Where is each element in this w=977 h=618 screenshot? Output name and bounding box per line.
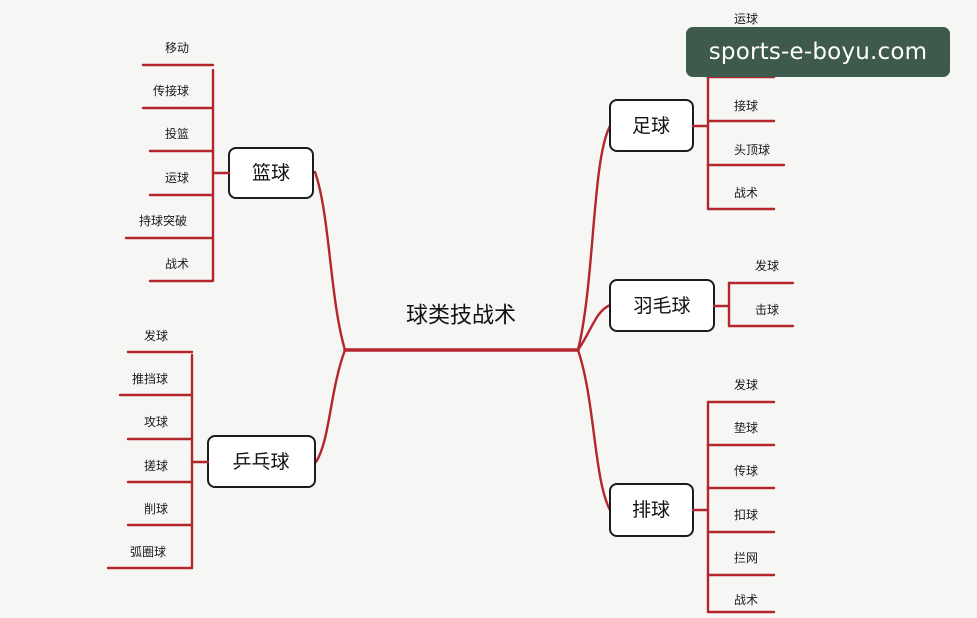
watermark-text: sports-e-boyu.com: [708, 39, 928, 65]
root-topic: 球类技战术: [406, 304, 516, 329]
leaf-football-1: 运球: [734, 12, 758, 26]
leaf-football-3: 接球: [734, 98, 758, 113]
leaf-tabletennis-3: 攻球: [144, 415, 168, 429]
leaf-basketball-1: 移动: [165, 41, 189, 55]
connector-root-football: [576, 124, 612, 352]
leaf-basketball-3: 投篮: [165, 126, 189, 141]
leaf-tabletennis-4: 搓球: [144, 458, 168, 473]
leaf-football-4: 头顶球: [734, 143, 770, 157]
leaf-tabletennis-2: 推挡球: [132, 372, 168, 386]
leaf-volleyball-4: 扣球: [734, 508, 758, 522]
leaf-football-5: 战术: [734, 186, 758, 200]
leaf-basketball-6: 战术: [165, 257, 189, 271]
connector-root-tabletennis: [314, 348, 347, 464]
leaf-volleyball-2: 垫球: [734, 420, 758, 435]
connector-root-volleyball: [576, 348, 612, 512]
leaf-basketball-4: 运球: [165, 171, 189, 185]
leaf-basketball-5: 持球突破: [139, 213, 187, 228]
leaf-tabletennis-6: 弧圈球: [130, 545, 166, 559]
leaf-volleyball-1: 发球: [734, 377, 758, 392]
branch-label-tabletennis: 乒乓球: [232, 451, 289, 473]
leaf-tabletennis-1: 发球: [144, 328, 168, 343]
leaf-tabletennis-5: 削球: [144, 502, 168, 516]
branch-label-volleyball: 排球: [632, 499, 670, 521]
connector-root-badminton: [576, 303, 612, 352]
leaf-volleyball-3: 传球: [734, 463, 758, 478]
watermark-badge: sports-e-boyu.com: [686, 27, 950, 77]
leaf-volleyball-6: 战术: [734, 593, 758, 607]
leaf-volleyball-5: 拦网: [734, 551, 758, 565]
branch-label-football: 足球: [632, 115, 670, 137]
leaf-badminton-2: 击球: [755, 303, 779, 317]
branch-label-badminton: 羽毛球: [633, 295, 690, 317]
leaf-badminton-1: 发球: [755, 258, 779, 273]
branch-label-basketball: 篮球: [252, 162, 290, 184]
leaf-basketball-2: 传接球: [153, 83, 189, 98]
connector-root-basketball: [313, 170, 347, 352]
